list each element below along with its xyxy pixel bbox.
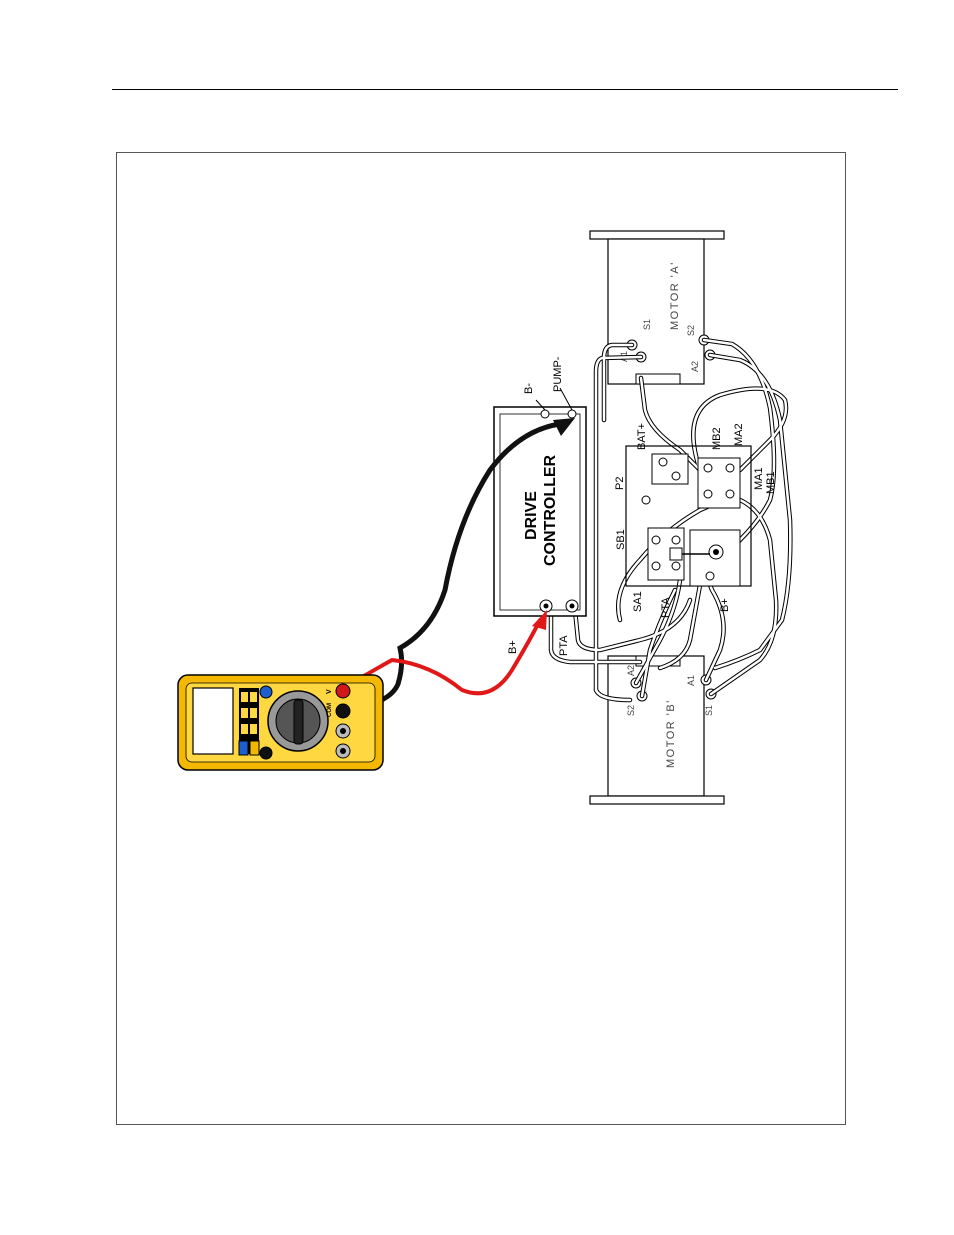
- motor-b-title: MOTOR 'B': [665, 699, 677, 768]
- meter-display: [193, 688, 233, 754]
- motor-b-s1-label: S1: [704, 705, 714, 716]
- b-plus-label: B+: [507, 640, 519, 654]
- motor-b-a1-label: A1: [686, 675, 696, 686]
- drive-controller: DRIVE CONTROLLER B- PUMP- B+ PTA: [494, 356, 586, 656]
- b-minus-label: B-: [523, 383, 535, 394]
- ma1-label: MA1: [753, 467, 765, 490]
- v-jack: [336, 684, 350, 698]
- motor-a-s1-label: S1: [642, 319, 652, 330]
- controller-line1: DRIVE: [523, 491, 540, 540]
- pump-minus-label: PUMP-: [552, 356, 564, 392]
- v-jack-label: V: [326, 689, 333, 694]
- pta-contactor-label: PTA: [660, 597, 672, 618]
- multimeter: V COM: [178, 675, 383, 770]
- p2-label: P2: [614, 477, 626, 490]
- controller-line2: CONTROLLER: [542, 454, 559, 566]
- sb1-label: SB1: [615, 529, 627, 550]
- mb2-label: MB2: [711, 427, 723, 450]
- sa1-label: SA1: [632, 591, 644, 612]
- motor-a: MOTOR 'A' S1 A1 S2 A2: [590, 231, 724, 384]
- com-jack: [336, 704, 350, 718]
- mb1-label: MB1: [765, 471, 777, 494]
- cable-harness: [551, 340, 790, 700]
- motor-b: MOTOR 'B' S2 A2 A1 S1: [590, 656, 724, 804]
- pta-label: PTA: [558, 635, 570, 656]
- com-jack-label: COM: [327, 703, 333, 717]
- bat-plus-label: BAT+: [636, 423, 648, 450]
- motor-a-a2-label: A2: [690, 361, 700, 372]
- motor-a-title: MOTOR 'A': [669, 261, 681, 330]
- motor-a-s2-label: S2: [686, 325, 696, 336]
- motor-b-s2-label: S2: [626, 705, 636, 716]
- motor-b-a2-label: A2: [626, 665, 636, 676]
- b-plus-contactor-label: B+: [719, 598, 731, 612]
- ma2-label: MA2: [733, 423, 745, 446]
